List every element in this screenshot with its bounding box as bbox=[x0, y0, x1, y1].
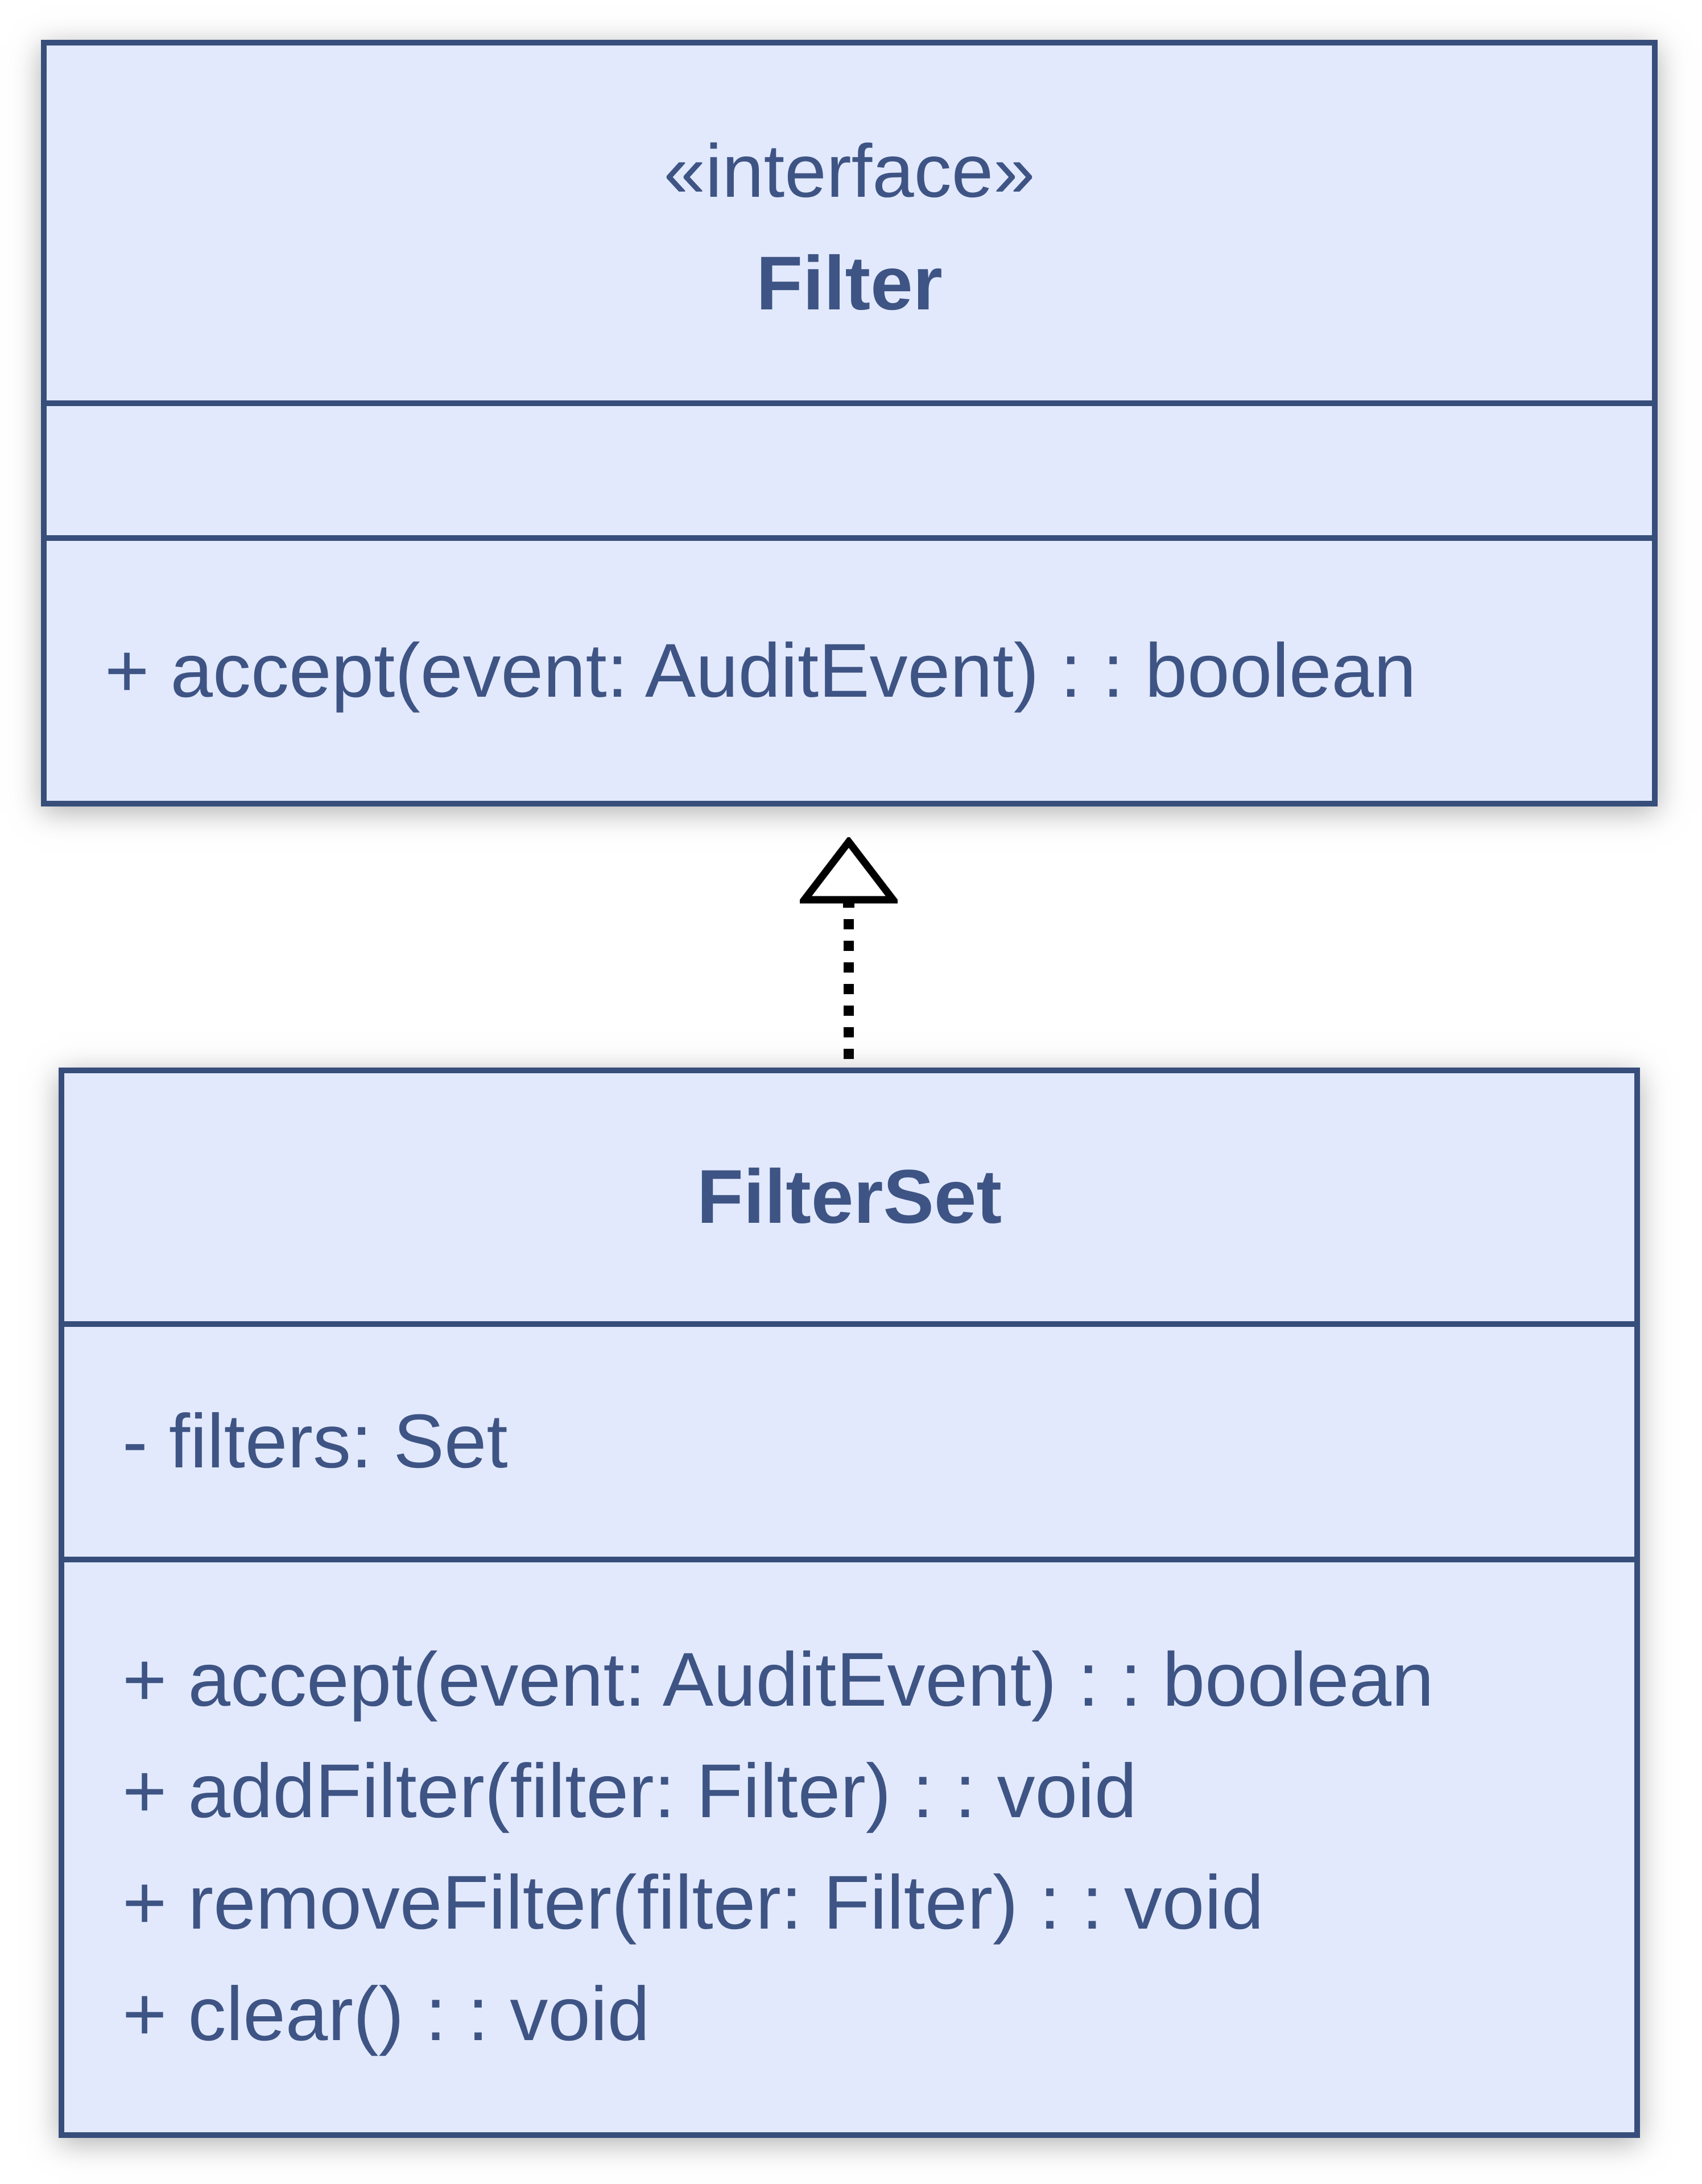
filter-methods-compartment: + accept(event: AuditEvent) : : boolean bbox=[47, 535, 1652, 801]
realization-arrow-icon bbox=[800, 837, 898, 1068]
filterset-method-removefilter: + removeFilter(filter: Filter) : : void bbox=[122, 1860, 1264, 1945]
class-box-filterset: FilterSet - filters: Set + accept(event:… bbox=[59, 1068, 1640, 2138]
filter-attributes-compartment bbox=[47, 400, 1652, 535]
filterset-method-clear: + clear() : : void bbox=[122, 1972, 650, 2057]
filterset-attribute-filters: - filters: Set bbox=[122, 1399, 508, 1484]
arrow-stem bbox=[843, 900, 854, 908]
filter-class-name: Filter bbox=[756, 241, 943, 326]
filter-method-accept: + accept(event: AuditEvent) : : boolean bbox=[105, 628, 1416, 713]
filterset-header-compartment: FilterSet bbox=[64, 1073, 1634, 1321]
filter-header-compartment: «interface» Filter bbox=[47, 46, 1652, 400]
filterset-method-addfilter: + addFilter(filter: Filter) : : void bbox=[122, 1749, 1137, 1834]
filterset-class-name: FilterSet bbox=[696, 1155, 1002, 1239]
filterset-attributes-compartment: - filters: Set bbox=[64, 1321, 1634, 1557]
filterset-methods-compartment: + accept(event: AuditEvent) : : boolean … bbox=[64, 1557, 1634, 2132]
filterset-method-accept: + accept(event: AuditEvent) : : boolean bbox=[122, 1637, 1434, 1722]
filter-stereotype-label: «interface» bbox=[663, 129, 1035, 213]
hollow-triangle-arrowhead bbox=[800, 837, 898, 904]
class-box-filter: «interface» Filter + accept(event: Audit… bbox=[41, 40, 1658, 806]
